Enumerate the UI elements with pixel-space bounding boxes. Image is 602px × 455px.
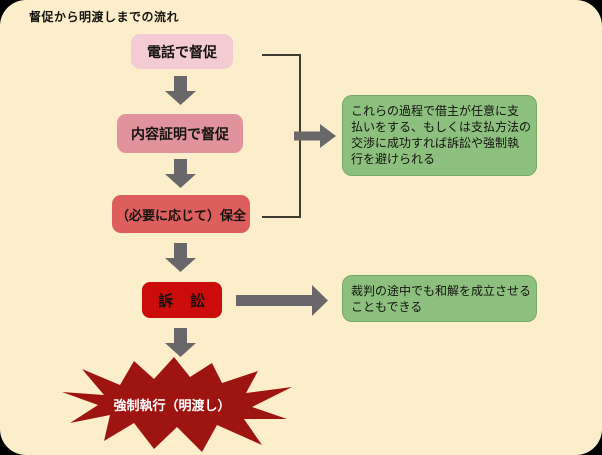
note-avoid-lawsuit-line: 払いをする、もしくは支払方法の (351, 120, 532, 134)
starburst-shape (62, 357, 292, 452)
note-settlement-line: 裁判の途中でも和解を成立させる (351, 284, 532, 298)
note-avoid-lawsuit-line: これらの過程で借主が任意に支 (351, 104, 520, 118)
flow-step-forced-execution-label: 強制執行（明渡し） (113, 399, 231, 414)
arrow-right-icon (294, 124, 336, 148)
flow-step-preservation-label: （必要に応じて）保全 (115, 208, 246, 224)
flow-step-lawsuit-label: 訴 訟 (157, 291, 206, 310)
note-avoid-lawsuit: これらの過程で借主が任意に支 払いをする、もしくは支払方法の 交渉に成功すれば訴… (342, 95, 537, 176)
flow-step-certified-mail-demand-label: 内容証明で督促 (131, 126, 229, 143)
arrow-down-icon (165, 328, 196, 357)
flow-step-certified-mail-demand: 内容証明で督促 (117, 114, 243, 153)
page-title: 督促から明渡しまでの流れ (29, 10, 180, 24)
flow-step-lawsuit: 訴 訟 (142, 282, 222, 318)
flow-step-preservation: （必要に応じて）保全 (112, 195, 250, 233)
arrow-down-icon (165, 159, 196, 188)
note-settlement: 裁判の途中でも和解を成立させる こともできる (342, 275, 537, 322)
flow-step-forced-execution-burst: 強制執行（明渡し） (62, 357, 292, 452)
note-settlement-line: こともできる (351, 300, 423, 314)
note-avoid-lawsuit-line: 交渉に成功すれば訴訟や強制執 (351, 136, 520, 150)
arrow-right-icon (236, 285, 328, 316)
flow-step-phone-demand-label: 電話で督促 (147, 44, 217, 61)
flow-step-phone-demand: 電話で督促 (131, 34, 233, 69)
arrow-down-icon (165, 76, 196, 105)
note-avoid-lawsuit-line: 行を避けられる (351, 152, 436, 166)
arrow-down-icon (165, 243, 196, 272)
